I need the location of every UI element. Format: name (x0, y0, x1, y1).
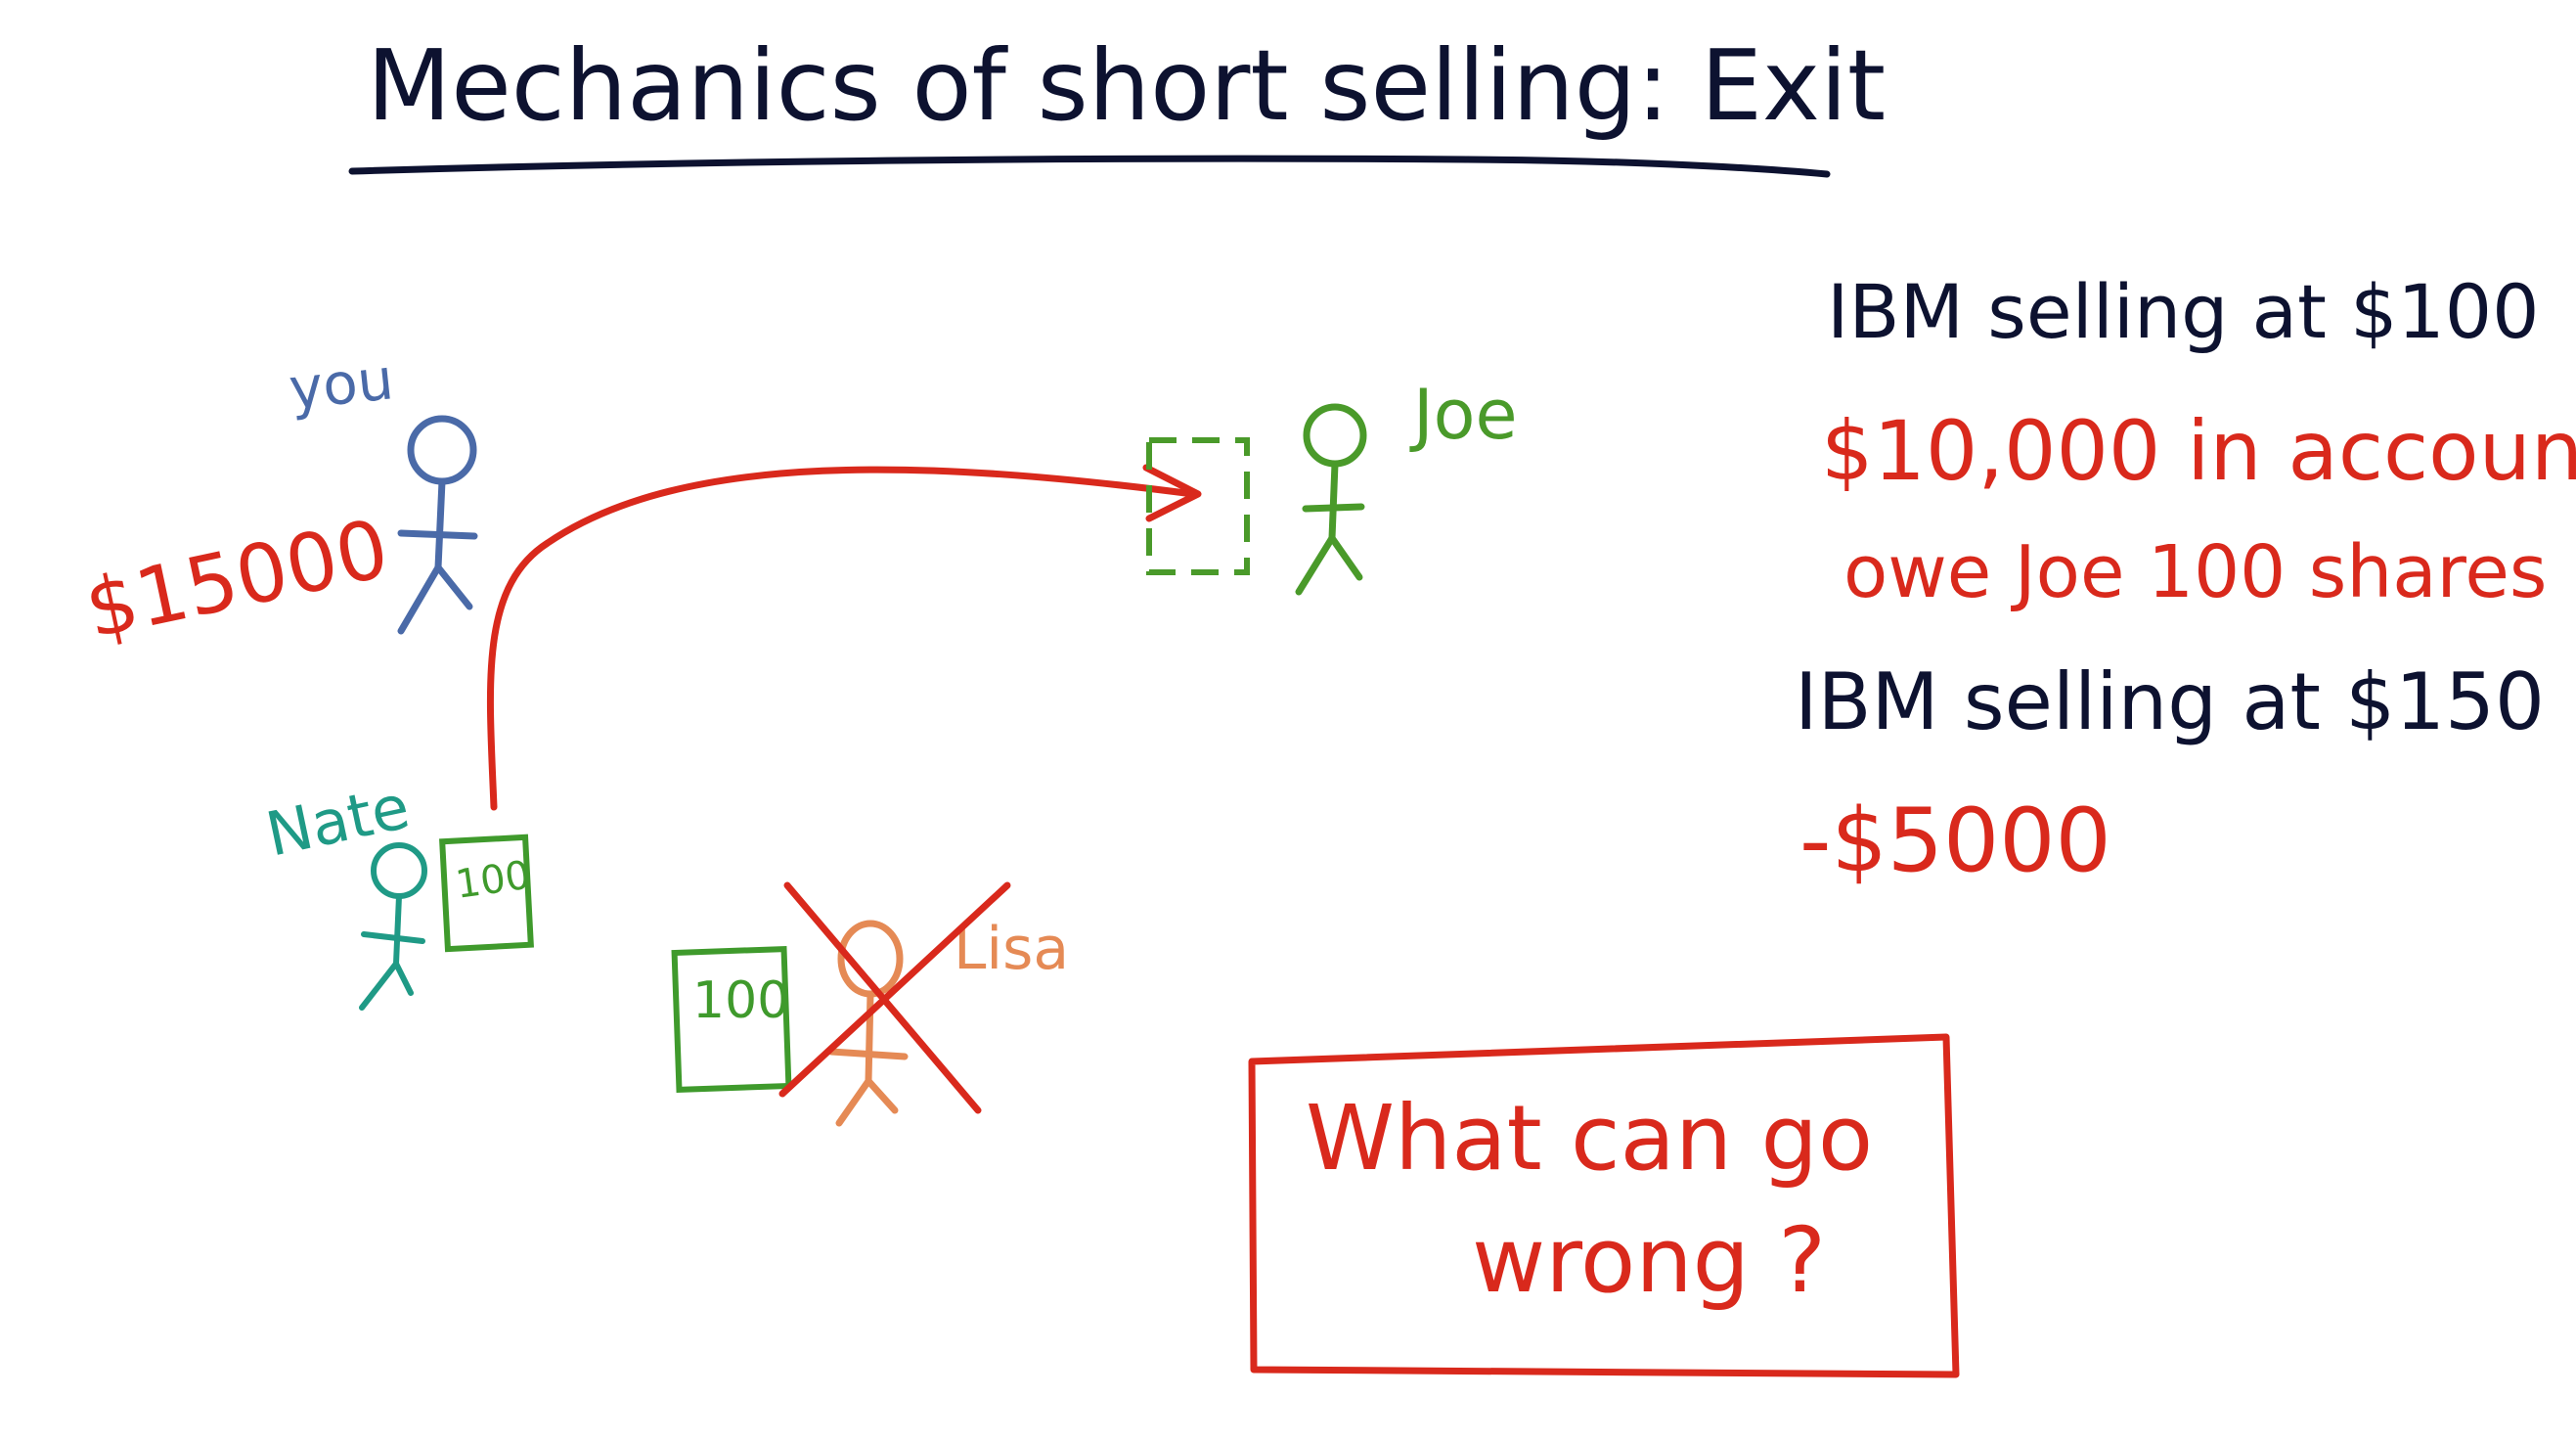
note-ibm-price-later: IBM selling at $150 (1795, 656, 2545, 747)
transfer-arrow (486, 466, 1197, 811)
nate-stick-figure (359, 842, 427, 1011)
joe-label: Joe (1409, 375, 1518, 455)
lisa-shares-label: 100 (692, 971, 789, 1030)
note-account-balance: $10,000 in account (1821, 403, 2576, 499)
lisa-label: Lisa (954, 915, 1069, 983)
nate-label: Nate (260, 771, 416, 871)
question-line-2: wrong ? (1472, 1208, 1826, 1313)
lisa-cross-out (778, 881, 1011, 1114)
page-title: Mechanics of short selling: Exit (367, 28, 1886, 143)
you-amount: $15000 (77, 503, 396, 657)
you-label: you (286, 345, 396, 423)
nate-shares-label: 100 (453, 853, 533, 908)
question-line-1: What can go (1306, 1086, 1873, 1191)
note-owe-joe: owe Joe 100 shares (1843, 530, 2547, 614)
lisa-shares-certificate: 100 (671, 945, 792, 1094)
title-underline (348, 155, 1831, 178)
transfer-arrow-head (1142, 464, 1202, 522)
joe-stick-figure (1295, 403, 1367, 596)
note-ibm-price-initial: IBM selling at $100 (1827, 268, 2540, 355)
you-stick-figure (397, 415, 478, 635)
nate-shares-certificate: 100 (439, 834, 534, 953)
note-loss: -$5000 (1799, 789, 2111, 892)
joe-pending-shares-box (1146, 437, 1250, 575)
question-box (1248, 1033, 1960, 1378)
